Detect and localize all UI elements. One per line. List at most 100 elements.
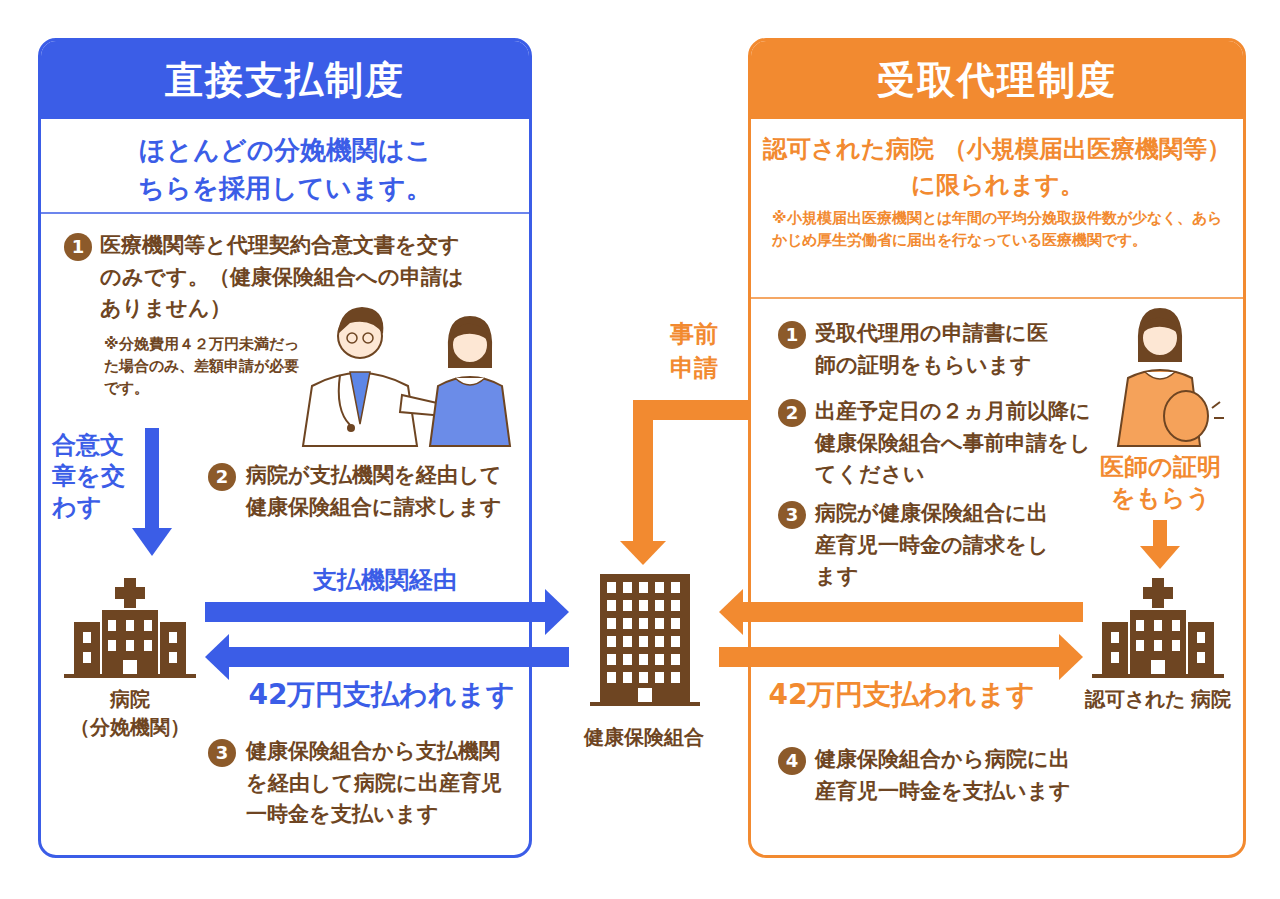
panel-subtitle: 認可された病院 （小規模届出医療機関等）に限られます。	[757, 131, 1237, 203]
flow-arrow	[620, 410, 748, 565]
flow-arrow	[205, 589, 569, 635]
icon-part	[108, 640, 116, 651]
building-icon	[64, 574, 1224, 706]
icon-part	[623, 636, 632, 647]
step-text: 医療機関等と代理契約合意文書を交すのみです。（健康保険組合への申請はありません）	[100, 230, 480, 325]
icon-part	[639, 672, 648, 683]
icon-part	[607, 600, 616, 611]
icon-part	[123, 660, 137, 674]
icon-part	[1154, 640, 1162, 651]
icon-part	[160, 622, 186, 674]
facility-node: 認可された 病院	[1083, 575, 1233, 713]
icon-part	[639, 654, 648, 665]
pregnant-woman-figure	[1142, 318, 1178, 333]
callout-number: 4	[778, 747, 806, 775]
panel-heading: 直接支払制度	[41, 41, 529, 119]
icon-part	[639, 636, 648, 647]
arrow-shaft	[229, 647, 569, 667]
node-label: 病院 （分娩機関）	[55, 685, 205, 741]
icon-part	[64, 674, 196, 678]
certificate-arrow	[1140, 546, 1180, 569]
arrow-shaft	[643, 410, 748, 541]
icon-part	[607, 618, 616, 629]
icon-part	[108, 620, 116, 631]
step-text: ※小規模届出医療機関とは年間の平均分娩取扱件数が少なく、あらかじめ厚生労働省に届…	[772, 208, 1227, 252]
arrow-head	[719, 589, 743, 635]
icon-part	[671, 672, 680, 683]
step-text: ※分娩費用４２万円未満だった場合のみ、差額申請が必要です。	[104, 334, 299, 399]
icon-part	[607, 636, 616, 647]
arrow-shaft	[743, 602, 1083, 622]
pregnant-woman-figure	[1145, 372, 1175, 379]
icon-part	[623, 582, 632, 593]
arrow-shaft	[205, 602, 545, 622]
doctor-figure	[339, 375, 350, 425]
patient-figure	[448, 316, 492, 368]
icon-part	[671, 600, 680, 611]
icon-part	[1111, 652, 1119, 663]
panel-subtitle: ほとんどの分娩機関はこちらを採用しています。	[135, 131, 435, 207]
icon-part	[623, 600, 632, 611]
patient-figure	[430, 316, 510, 446]
icon-part	[1143, 587, 1173, 599]
certificate-arrow	[1153, 520, 1167, 548]
hospital-icon	[64, 578, 196, 678]
icon-part	[655, 600, 664, 611]
icon-part	[671, 618, 680, 629]
step-text: 出産予定日の２ヵ月前以降に健康保険組合へ事前申請をしてください	[815, 396, 1095, 491]
panel-heading: 受取代理制度	[751, 41, 1243, 119]
icon-part	[590, 702, 700, 706]
node-label: 認可された 病院	[1083, 685, 1233, 713]
pregnant-woman-figure	[1164, 391, 1208, 441]
certificate-arrow	[1140, 520, 1180, 569]
icon-part	[655, 654, 664, 665]
callout-number: 1	[778, 321, 806, 349]
node-label: 健康保険組合	[569, 723, 719, 751]
step-text: 医師の証明をもらう	[1098, 452, 1223, 514]
icon-part	[83, 652, 91, 663]
pregnant-woman-figure	[1212, 402, 1224, 418]
icon-part	[126, 620, 134, 631]
callout-number: 1	[64, 233, 92, 261]
icon-part	[1172, 640, 1180, 651]
icon-part	[74, 622, 100, 674]
edge-label: 支払機関経由	[250, 566, 520, 595]
patient-figure	[455, 378, 485, 385]
icon-part	[655, 636, 664, 647]
callout-number: 2	[208, 463, 236, 491]
flow-arrow	[719, 634, 1083, 680]
icon-part	[639, 618, 648, 629]
pregnant-woman-figure	[1138, 308, 1182, 362]
edge-label: 事前申請	[668, 318, 720, 385]
icon-part	[600, 574, 690, 702]
icon-part	[1172, 620, 1180, 631]
icon-part	[169, 632, 177, 643]
step-text: 健康保険組合から支払機関を経由して病院に出産育児一時金を支払います	[246, 736, 518, 831]
arrow-head	[620, 541, 666, 565]
icon-part	[144, 620, 152, 631]
facility-node: 健康保険組合	[569, 565, 719, 751]
arrow-shaft	[719, 647, 1059, 667]
icon-part	[1136, 620, 1144, 631]
icon-part	[1092, 674, 1224, 678]
patient-figure	[452, 324, 488, 340]
doctor-figure	[338, 307, 383, 334]
patient-figure	[430, 377, 510, 446]
doctor-figure	[363, 333, 373, 343]
icon-part	[115, 587, 145, 599]
icon-part	[623, 654, 632, 665]
callout-number: 3	[778, 501, 806, 529]
icon-part	[638, 688, 652, 702]
callout-number: 3	[208, 739, 236, 767]
separator-line	[751, 297, 1243, 299]
icon-part	[607, 582, 616, 593]
icon-part	[1197, 652, 1205, 663]
step-text: 病院が支払機関を経由して健康保険組合に請求します	[246, 460, 518, 523]
icon-part	[623, 672, 632, 683]
icon-part	[607, 654, 616, 665]
pregnant-woman-figure	[1118, 308, 1224, 446]
icon-part	[83, 632, 91, 643]
step-text: 病院が健康保険組合に出産育児一時金の請求をします	[815, 498, 1065, 593]
icon-part	[655, 618, 664, 629]
icon-part	[102, 610, 158, 674]
